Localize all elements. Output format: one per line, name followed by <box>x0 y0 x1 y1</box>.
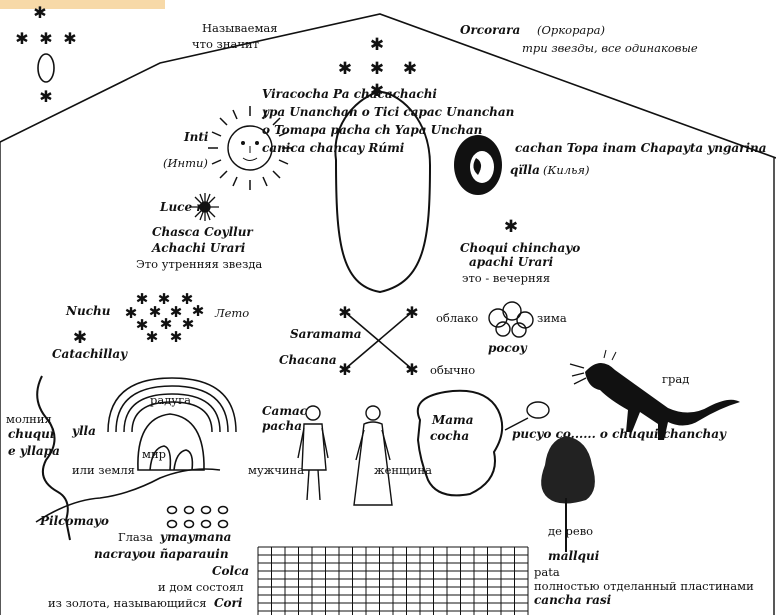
label-nuchu: Nuchu <box>65 304 111 318</box>
label-lucero: Luce ro <box>159 200 211 214</box>
label-utrennyaya: Это утренняя звезда <box>136 257 262 271</box>
evening-star-icon: ✱ <box>504 217 518 237</box>
mama-cocha-lake <box>418 391 502 496</box>
label-grad: град <box>662 372 689 386</box>
svg-text:✱: ✱ <box>33 3 46 22</box>
label-obychno: обычно <box>430 363 475 377</box>
svg-text:✱: ✱ <box>15 29 28 48</box>
label-raduga: радуга <box>150 393 191 407</box>
moon-icon <box>454 135 502 195</box>
woman-figure-icon <box>354 406 392 505</box>
svg-text:✱: ✱ <box>170 328 183 346</box>
label-leto: Лето <box>214 306 249 320</box>
svg-text:✱: ✱ <box>370 35 384 55</box>
label-pocoy: pocoy <box>488 341 528 355</box>
label-killa: qïlla <box>510 163 540 177</box>
label-inti: Inti <box>183 130 209 144</box>
svg-text:✱: ✱ <box>182 315 195 333</box>
svg-text:✱: ✱ <box>405 360 418 379</box>
label-de-revo: де рево <box>548 524 593 538</box>
man-figure-icon <box>298 406 328 500</box>
svg-text:✱: ✱ <box>146 328 159 346</box>
label-catachillay: Catachillay <box>52 347 128 361</box>
label-molniya: молния <box>6 412 52 426</box>
label-ymaymana: ymaymana <box>159 530 231 544</box>
svg-text:✱: ✱ <box>370 59 384 79</box>
label-chasca-1: Chasca Coyllur <box>152 225 254 239</box>
svg-text:✱: ✱ <box>39 29 52 48</box>
label-mama-cocha-1: Mama <box>431 413 474 427</box>
spring-icon <box>527 402 549 418</box>
label-puquio: pucyo co...... o chuqui chanchay <box>512 427 727 441</box>
label-zima: зима <box>537 311 567 325</box>
central-oval <box>335 92 430 292</box>
label-oblako: облако <box>436 311 478 325</box>
label-muzhchina: мужчина <box>248 463 304 477</box>
label-camac-2: pacha <box>262 419 302 433</box>
label-cancha-rasi: cancha rasi <box>534 593 612 607</box>
label-chuqui-3: e yllapa <box>8 444 60 458</box>
summer-star-cluster: ✱✱✱ ✱✱✱✱ ✱✱✱ ✱✱ <box>125 290 205 346</box>
label-pilcomayo: Pilcomayo <box>39 514 109 528</box>
label-ili-zemlya: или земля <box>72 463 135 477</box>
label-killa-quote: cachan Topa inam Chapayta yngarina <box>515 141 767 155</box>
golden-wall-grid <box>258 547 528 615</box>
label-i-dom: и дом состоял <box>158 580 244 594</box>
label-vechernyaya: это - вечерняя <box>462 271 550 285</box>
label-chuqui-2: ylla <box>71 424 96 438</box>
label-chto-znachit: что значит <box>192 37 259 51</box>
label-tri-zvezdy: три звезды, все одинаковые <box>522 41 698 55</box>
label-nacrayou: nacrayou ñaparauin <box>94 547 229 561</box>
svg-text:✱: ✱ <box>338 360 351 379</box>
label-orkorara-ru: (Оркорара) <box>537 23 605 37</box>
label-iz-zolota: из золота, называющийся <box>48 596 207 610</box>
label-mallqui: mallqui <box>548 549 600 563</box>
label-chasca-2: Achachi Urari <box>151 241 246 255</box>
label-saramama: Saramama <box>290 327 361 341</box>
label-polnostyu: полностью отделанный пластинами <box>534 579 754 593</box>
label-cori: Cori <box>214 596 243 610</box>
cloud-icon <box>489 302 533 337</box>
label-orcorara: Orcorara <box>460 23 520 37</box>
svg-text:✱: ✱ <box>338 59 352 79</box>
label-pata: pata <box>534 565 560 579</box>
label-glaza: Глаза <box>118 530 153 544</box>
svg-text:✱: ✱ <box>39 87 52 106</box>
svg-text:✱: ✱ <box>338 303 351 322</box>
label-choqui-1: Choqui chinchayo <box>460 241 580 255</box>
label-inti-ru: (Инти) <box>163 156 208 170</box>
label-choqui-2: apachi Urari <box>469 255 554 269</box>
label-camac-1: Camac <box>262 404 308 418</box>
catachillay-star-icon: ✱ <box>73 328 87 348</box>
eyes-icon <box>168 507 228 528</box>
svg-text:✱: ✱ <box>63 29 76 48</box>
viracocha-line-1: Viracocha Pa chacachachi <box>262 87 437 101</box>
label-mama-cocha-2: cocha <box>430 429 469 443</box>
label-colca: Colca <box>212 564 249 578</box>
viracocha-line-2: ypa Unanchan o Tici capac Unanchan <box>261 105 514 119</box>
chacana-cross: ✱ ✱ ✱ ✱ <box>338 303 418 379</box>
label-mir: мир <box>142 447 166 461</box>
svg-text:✱: ✱ <box>136 290 149 308</box>
top-left-stars: ✱ ✱ ✱ ✱ ✱ <box>15 3 76 106</box>
label-nazyvaemaya: Называемая <box>202 21 278 35</box>
viracocha-line-3: o Tomapa pacha ch Yapa Unchan <box>262 123 482 137</box>
svg-text:✱: ✱ <box>403 59 417 79</box>
label-killa-ru: (Килья) <box>543 163 589 177</box>
world-mound-icon <box>138 414 204 470</box>
label-chuqui-1: chuqui <box>8 427 55 441</box>
svg-text:✱: ✱ <box>405 303 418 322</box>
label-chacana: Chacana <box>279 353 337 367</box>
